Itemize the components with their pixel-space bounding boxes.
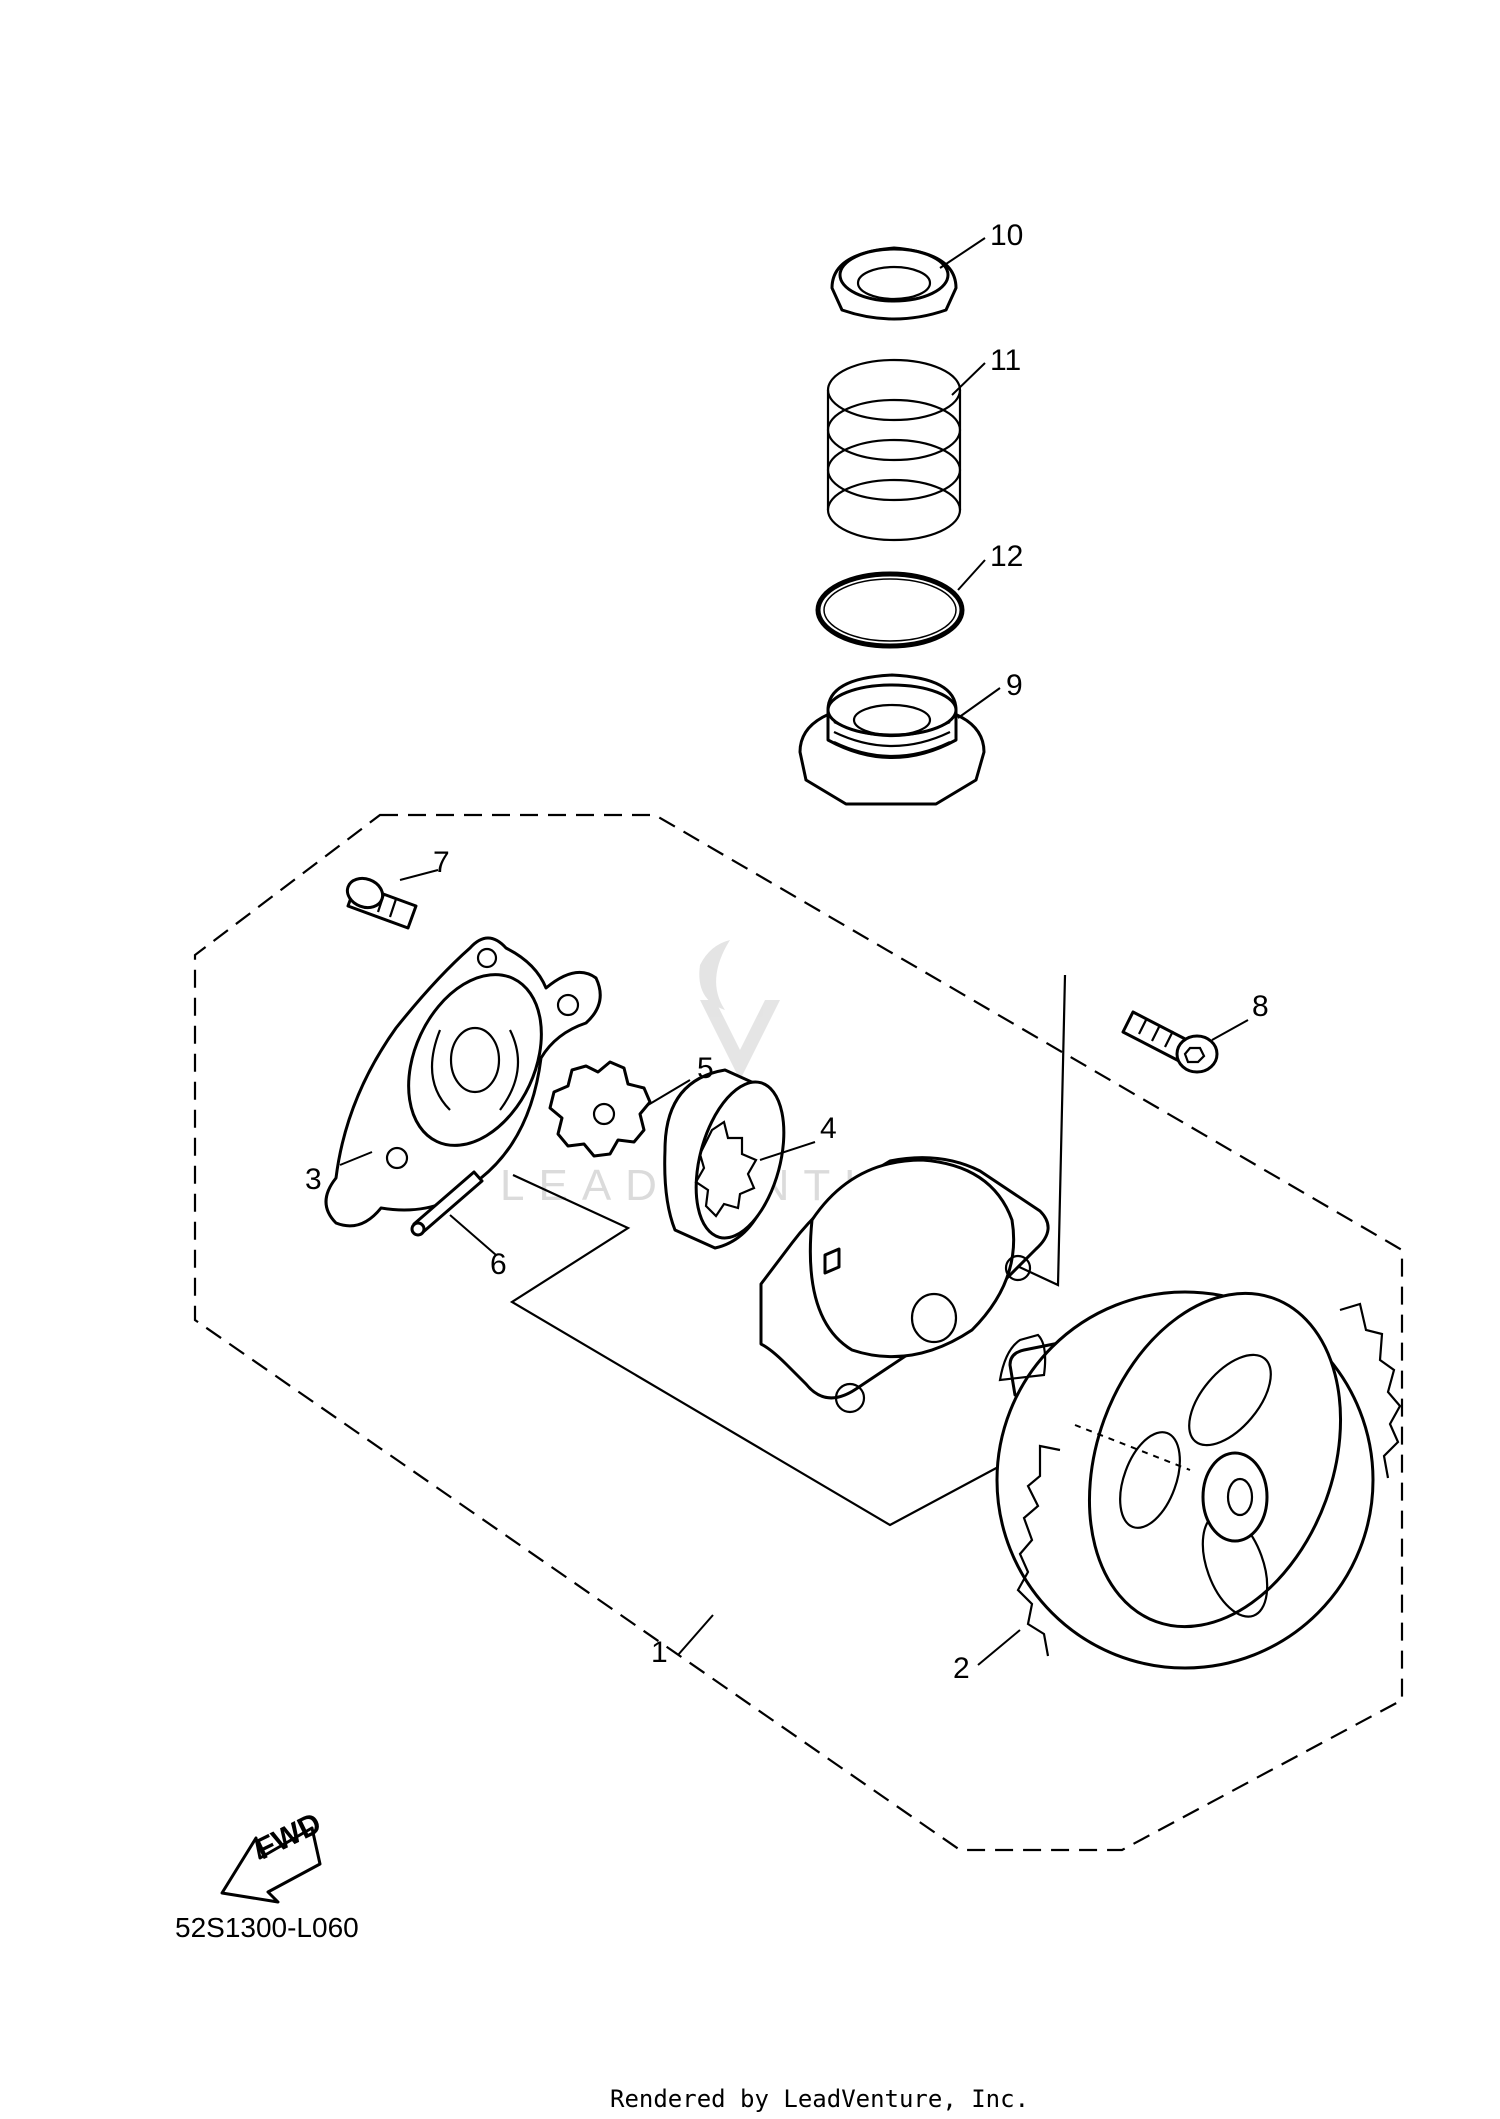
callout-leaders xyxy=(339,237,1249,1666)
callout-labels: 10 11 12 9 7 8 5 4 3 6 1 2 xyxy=(305,219,1269,1685)
part-5-inner-rotor xyxy=(548,1060,652,1158)
part-9-plug xyxy=(798,673,986,806)
part-2-driven-gear xyxy=(995,1290,1402,1670)
part-12-o-ring xyxy=(815,571,965,649)
callout-2: 2 xyxy=(953,1652,970,1685)
assembly-boundary-solid xyxy=(509,1174,1016,1527)
part-7-screw xyxy=(345,876,418,930)
part-8-bolt xyxy=(1121,1010,1219,1074)
callout-8: 8 xyxy=(1252,990,1269,1023)
callout-12: 12 xyxy=(990,540,1023,573)
callout-9: 9 xyxy=(1006,669,1023,702)
part-10-cup xyxy=(830,246,958,321)
callout-1: 1 xyxy=(651,1636,668,1669)
part-3-cover-plate xyxy=(324,936,602,1228)
assembly-boundary-dashed xyxy=(193,813,1404,1852)
diagram-code: 52S1300-L060 xyxy=(175,1912,359,1943)
part-6-pin xyxy=(410,1170,484,1237)
pump-body xyxy=(759,1156,1050,1414)
callout-4: 4 xyxy=(820,1112,837,1145)
callout-3: 3 xyxy=(305,1163,322,1196)
callout-10: 10 xyxy=(990,219,1023,252)
part-11-spring xyxy=(826,358,962,542)
callout-11: 11 xyxy=(990,344,1021,377)
footer-credit: Rendered by LeadVenture, Inc. xyxy=(610,2085,1029,2113)
callout-7: 7 xyxy=(433,846,450,879)
fwd-arrow-icon: FWD xyxy=(220,1807,326,1904)
part-4-outer-rotor xyxy=(663,1068,786,1250)
callout-6: 6 xyxy=(490,1248,507,1281)
callout-5: 5 xyxy=(697,1052,714,1085)
